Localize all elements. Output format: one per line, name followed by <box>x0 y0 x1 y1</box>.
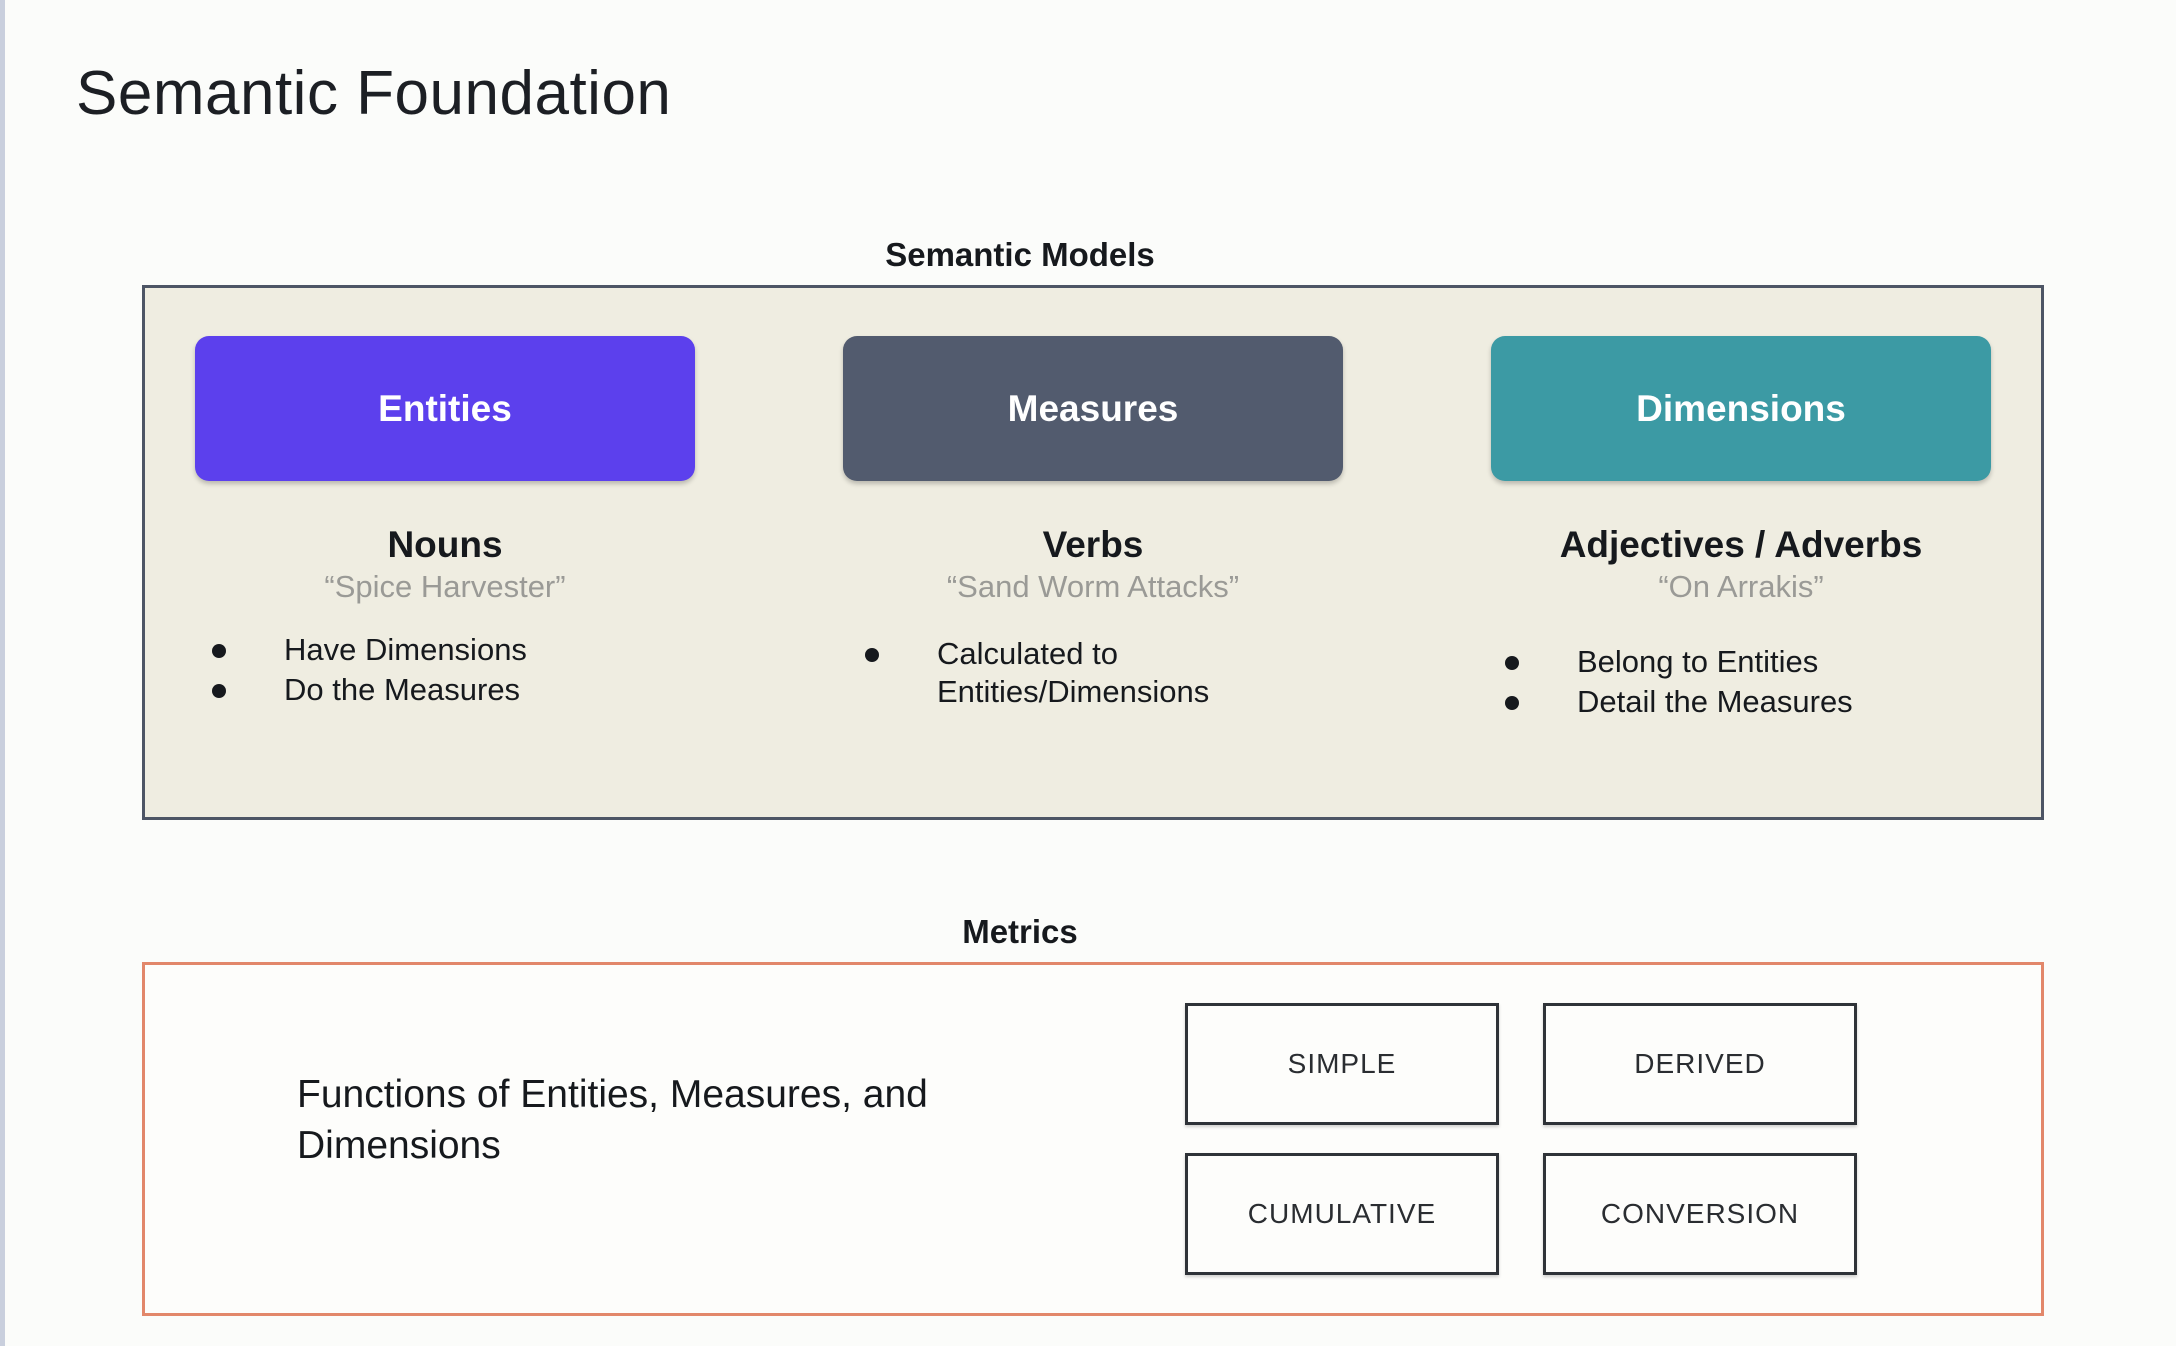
model-example-measures: “Sand Worm Attacks” <box>946 568 1240 604</box>
semantic-models-panel: Entities Nouns “Spice Harvester” Have Di… <box>142 285 2044 820</box>
model-kind-dimensions: Adjectives / Adverbs <box>1559 524 1923 565</box>
bullet-dot-icon <box>212 643 226 658</box>
model-bullets-measures: Calculated to Entities/Dimensions <box>821 631 1365 713</box>
list-item: Have Dimensions <box>212 631 712 669</box>
model-bullets-dimensions: Belong to Entities Detail the Measures <box>1477 643 2005 723</box>
page-title: Semantic Foundation <box>76 59 672 128</box>
list-item: Do the Measures <box>212 671 712 709</box>
metric-types-grid: SIMPLE DERIVED CUMULATIVE CONVERSION <box>1185 1003 1857 1275</box>
bullet-label: Do the Measures <box>284 671 521 707</box>
left-edge-accent-strip <box>0 0 5 1346</box>
model-kind-entities: Nouns <box>387 524 503 565</box>
metrics-heading: Metrics <box>962 913 1078 950</box>
list-item: Calculated to Entities/Dimensions <box>865 635 1365 711</box>
chip-entities[interactable]: Entities <box>195 336 695 481</box>
bullet-dot-icon <box>1505 655 1519 670</box>
model-kind-measures: Verbs <box>1042 524 1144 565</box>
model-column-measures: Measures Verbs “Sand Worm Attacks” Calcu… <box>843 336 1343 817</box>
bullet-label: Have Dimensions <box>284 631 527 667</box>
model-bullets-entities: Have Dimensions Do the Measures <box>178 631 712 711</box>
metric-type-cumulative[interactable]: CUMULATIVE <box>1185 1153 1499 1275</box>
bullet-dot-icon <box>1505 695 1519 710</box>
bullet-dot-icon <box>865 647 879 662</box>
metrics-description: Functions of Entities, Measures, and Dim… <box>297 1073 928 1168</box>
model-column-dimensions: Dimensions Adjectives / Adverbs “On Arra… <box>1491 336 1991 817</box>
list-item: Detail the Measures <box>1505 683 2005 721</box>
metric-type-conversion[interactable]: CONVERSION <box>1543 1153 1857 1275</box>
semantic-models-columns: Entities Nouns “Spice Harvester” Have Di… <box>145 288 2041 817</box>
metric-type-derived[interactable]: DERIVED <box>1543 1003 1857 1125</box>
bullet-label: Calculated to Entities/Dimensions <box>937 635 1210 709</box>
chip-dimensions[interactable]: Dimensions <box>1491 336 1991 481</box>
bullet-label: Detail the Measures <box>1577 683 1853 719</box>
bullet-dot-icon <box>212 683 226 698</box>
semantic-models-heading: Semantic Models <box>885 236 1155 273</box>
metrics-panel: Functions of Entities, Measures, and Dim… <box>142 962 2044 1316</box>
model-column-entities: Entities Nouns “Spice Harvester” Have Di… <box>195 336 695 817</box>
metric-type-simple[interactable]: SIMPLE <box>1185 1003 1499 1125</box>
list-item: Belong to Entities <box>1505 643 2005 681</box>
model-example-entities: “Spice Harvester” <box>324 568 566 604</box>
bullet-label: Belong to Entities <box>1577 643 1819 679</box>
model-example-dimensions: “On Arrakis” <box>1658 568 1824 604</box>
chip-measures[interactable]: Measures <box>843 336 1343 481</box>
